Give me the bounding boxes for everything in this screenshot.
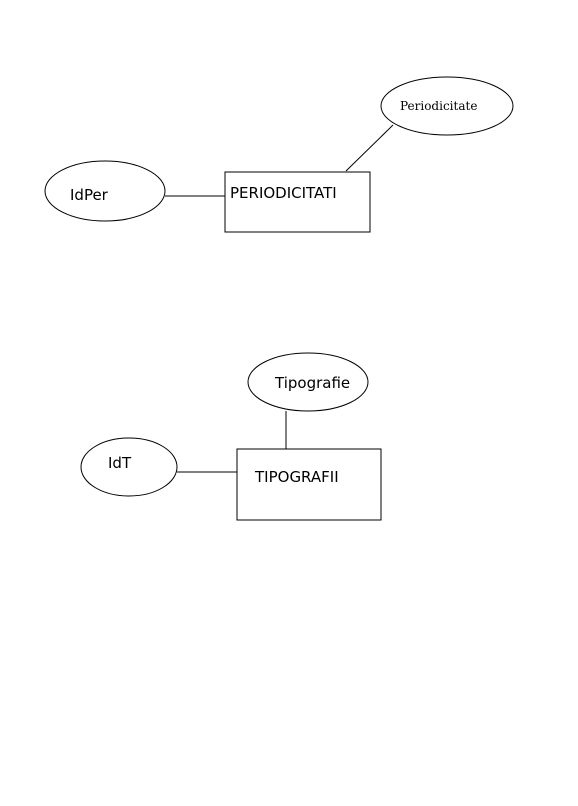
attribute-idt[interactable] xyxy=(80,437,178,497)
entity-periodicitati[interactable] xyxy=(224,171,371,233)
entity-periodicitati-group: PERIODICITATI IdPer Periodicitate xyxy=(44,76,514,233)
attribute-idt-label: IdT xyxy=(108,454,132,472)
attribute-idper[interactable] xyxy=(44,160,166,222)
entity-tipografii-label: TIPOGRAFII xyxy=(254,468,339,486)
attribute-idper-label: IdPer xyxy=(70,186,109,204)
entity-periodicitati-label: PERIODICITATI xyxy=(230,184,337,202)
attribute-periodicitate-label: Periodicitate xyxy=(400,99,477,113)
entity-tipografii[interactable] xyxy=(236,448,382,521)
attribute-tipografie[interactable] xyxy=(247,352,369,412)
entity-tipografii-group: TIPOGRAFII IdT Tipografie xyxy=(80,352,382,521)
attribute-tipografie-label: Tipografie xyxy=(274,374,350,392)
attribute-periodicitate[interactable] xyxy=(380,76,514,136)
connector-periodicitate xyxy=(345,124,394,172)
